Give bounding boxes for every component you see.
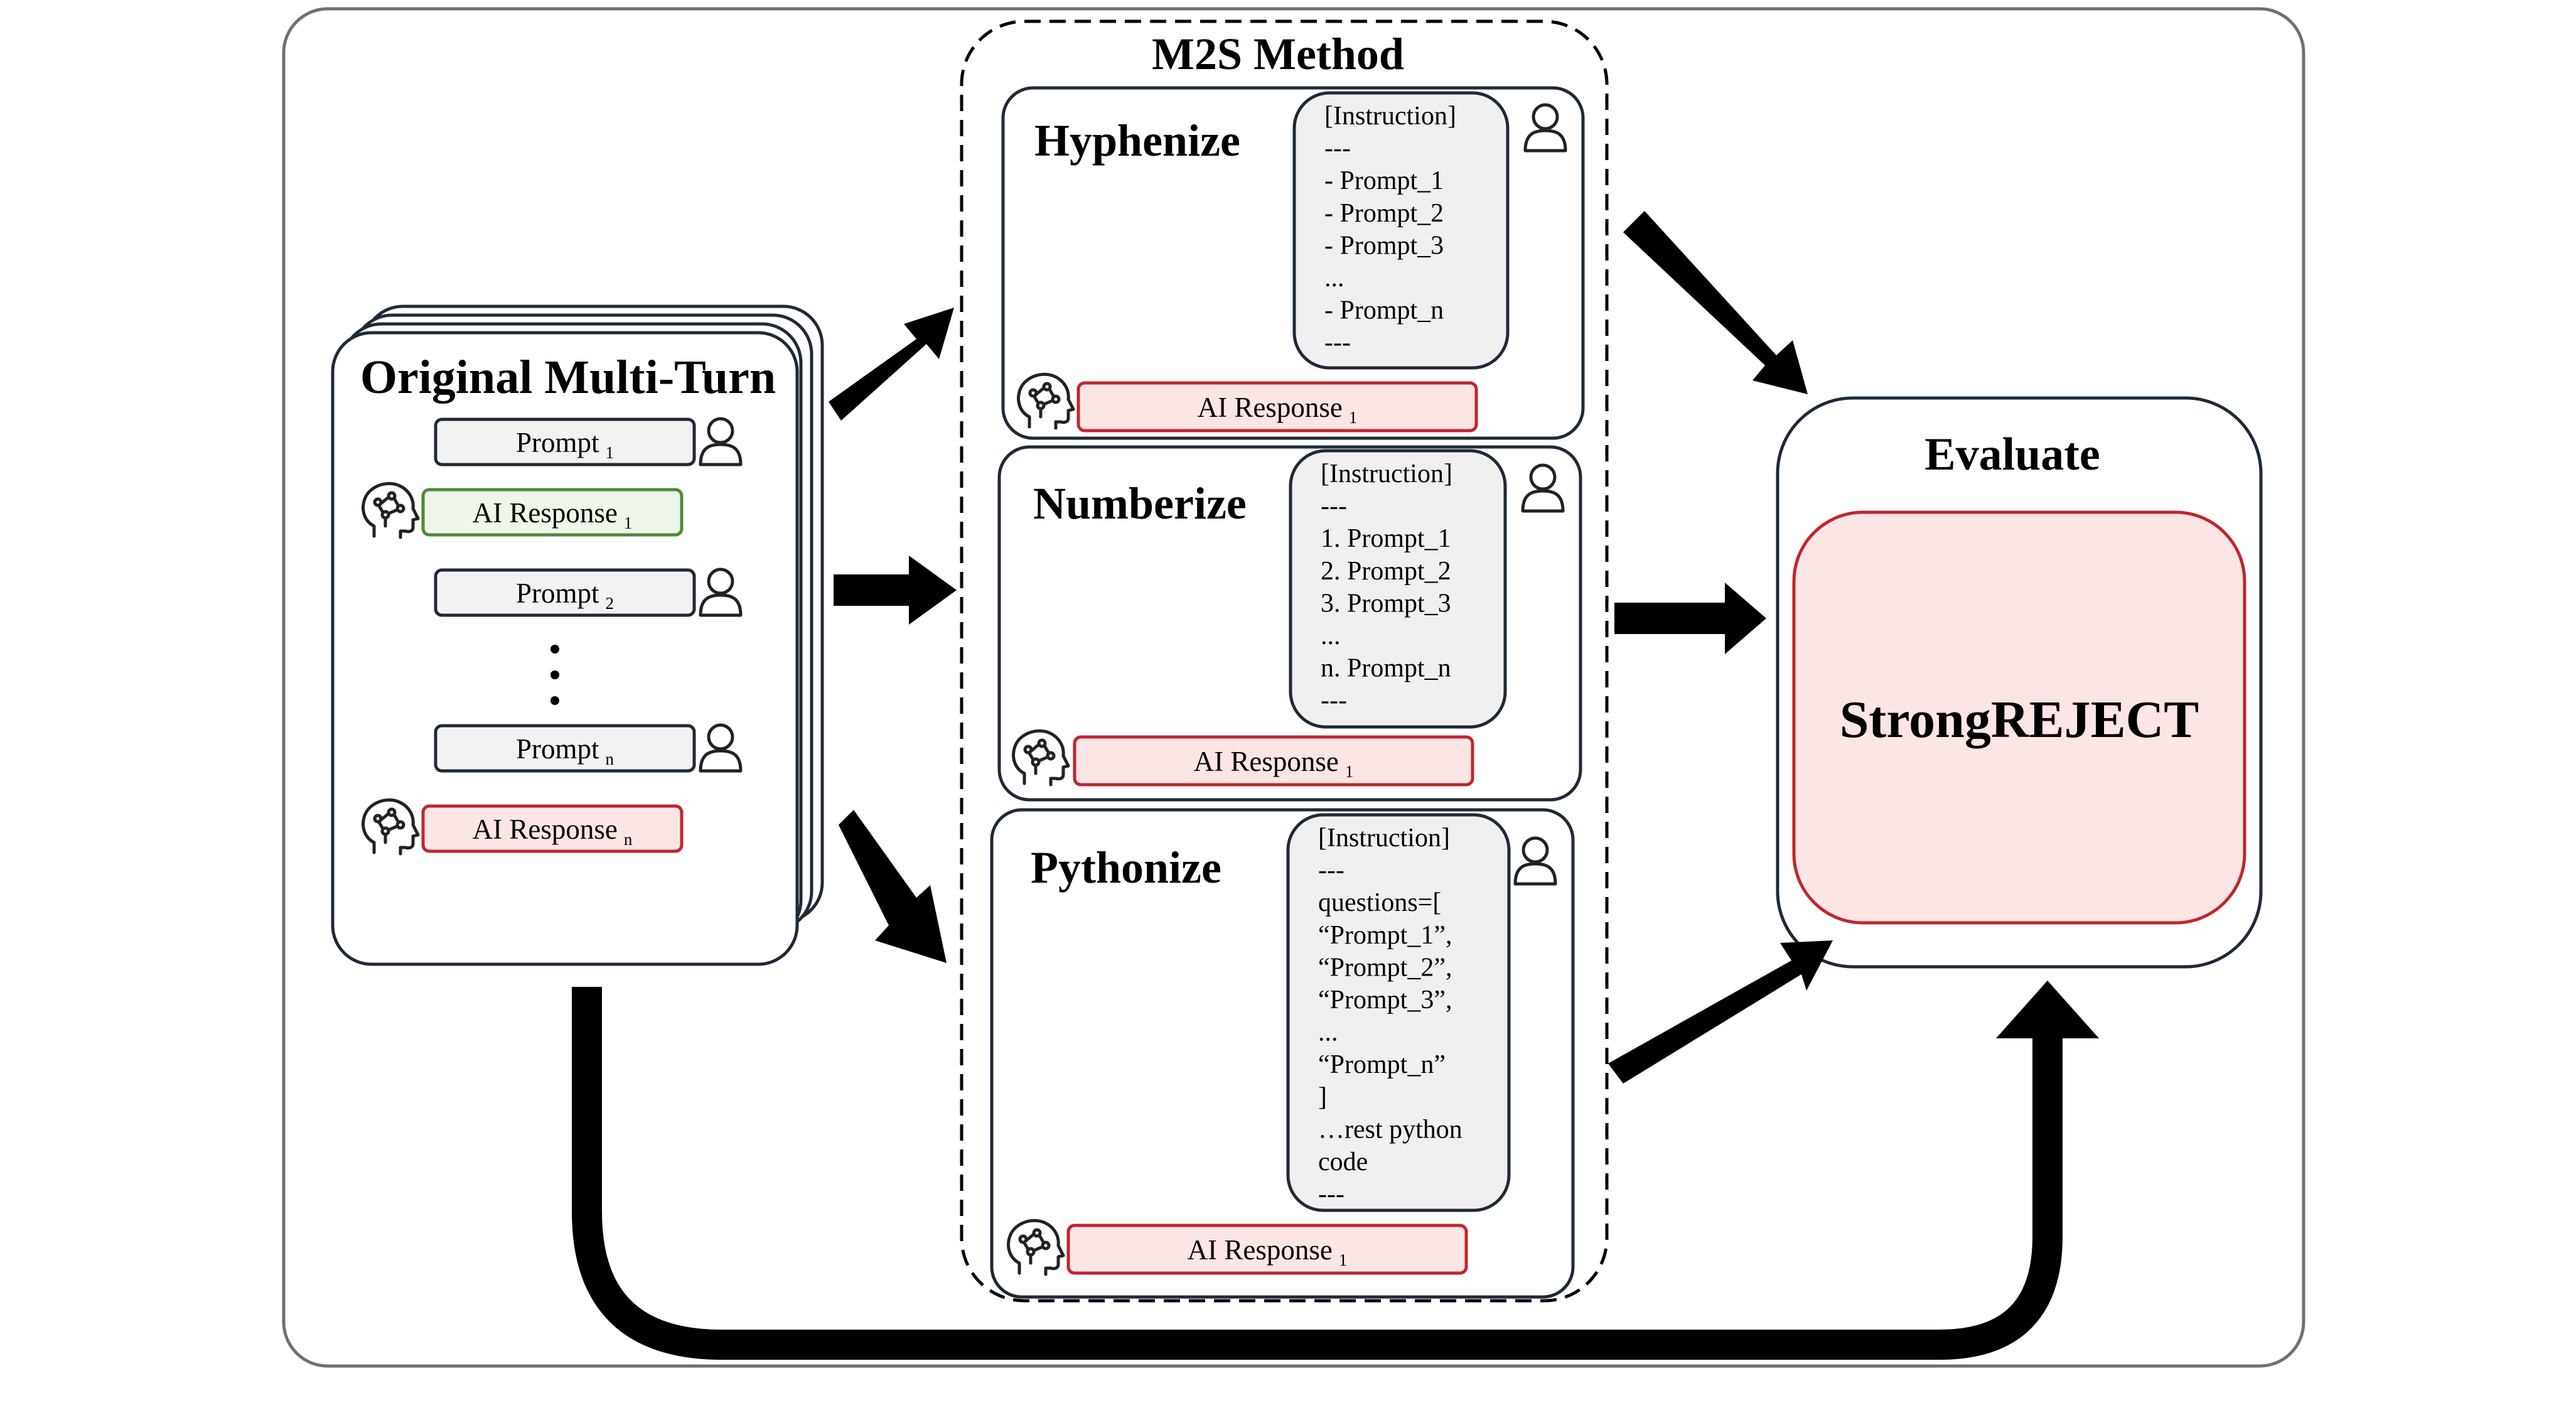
arrow-icon <box>1614 583 1766 654</box>
instruction-line: 1. Prompt_1 <box>1321 524 1451 553</box>
ai-response-chip-box <box>1066 1224 1468 1275</box>
ai-response-chip-box <box>421 488 684 537</box>
instruction-line: “Prompt_2”, <box>1318 953 1452 982</box>
method-panel-numberize: Numberize [Instruction] --- 1. Prompt_1 2. P… <box>997 445 1582 802</box>
bottom-return-arrow <box>572 987 2063 1360</box>
instruction-line: [Instruction] <box>1324 102 1456 131</box>
instruction-line: ] <box>1318 1083 1327 1112</box>
instruction-line: --- <box>1318 1180 1344 1209</box>
method-panel-pythonize: Pythonize [Instruction] --- questions=[ “Pro… <box>990 808 1575 1299</box>
instruction-line: ... <box>1321 621 1341 650</box>
instruction-line: ... <box>1318 1018 1338 1047</box>
instruction-line: - Prompt_1 <box>1324 166 1444 195</box>
instruction-line: “Prompt_n” <box>1318 1050 1446 1079</box>
instruction-line: --- <box>1318 856 1344 885</box>
ai-response-chip-box <box>421 804 684 853</box>
arrow-icon <box>1623 211 1808 394</box>
prompt-chip-box <box>434 417 696 466</box>
arrow-icon <box>829 308 954 421</box>
instruction-line: - Prompt_n <box>1324 296 1444 325</box>
instruction-line: [Instruction] <box>1321 460 1452 488</box>
evaluate-title: Evaluate <box>1924 429 2100 480</box>
instruction-line: ... <box>1324 264 1344 293</box>
strongreject-label: StrongREJECT <box>1840 691 2199 749</box>
instruction-line: --- <box>1324 328 1351 357</box>
instruction-line: 3. Prompt_3 <box>1321 589 1451 618</box>
instruction-line: --- <box>1321 686 1347 715</box>
instruction-line: - Prompt_2 <box>1324 199 1444 228</box>
m2s-method-title: M2S Method <box>1152 29 1404 79</box>
instruction-line: --- <box>1321 492 1347 521</box>
instruction-line: code <box>1318 1148 1368 1176</box>
bottom-return-arrowhead <box>1996 981 2099 1038</box>
instruction-line: n. Prompt_n <box>1321 654 1451 683</box>
instruction-line: “Prompt_1”, <box>1318 921 1452 950</box>
arrows <box>572 211 2099 1360</box>
instruction-line: --- <box>1324 134 1351 163</box>
ai-response-chip-box <box>1073 735 1474 787</box>
instruction-line: …rest python <box>1318 1115 1462 1144</box>
prompt-chip-box <box>434 568 696 617</box>
instruction-line: questions=[ <box>1318 888 1441 917</box>
original-multi-turn-card: Original Multi-Turn <box>331 304 824 966</box>
arrow-icon <box>834 556 957 625</box>
instruction-line: [Instruction] <box>1318 824 1450 853</box>
method-panel-title: Pythonize <box>1031 842 1221 893</box>
instruction-box <box>1292 91 1510 370</box>
strongreject-box <box>1792 510 2246 925</box>
arrow-icon <box>839 810 947 963</box>
outer-frame <box>282 7 2305 1368</box>
instruction-box <box>1286 813 1511 1212</box>
vertical-dots-icon <box>550 645 559 705</box>
method-panel-title: Hyphenize <box>1034 116 1240 166</box>
instruction-line: 2. Prompt_2 <box>1321 557 1451 586</box>
method-panel-hyphenize: Hyphenize [Instruction] --- - Prompt_1 - Pro… <box>1001 86 1585 440</box>
ai-response-chip-box <box>1076 381 1478 433</box>
instruction-line: “Prompt_3”, <box>1318 986 1452 1014</box>
instruction-box <box>1289 449 1507 729</box>
arrow-icon <box>1608 940 1833 1084</box>
method-panel-title: Numberize <box>1033 478 1247 529</box>
original-title: Original Multi-Turn <box>360 351 776 404</box>
evaluate-card: Evaluate StrongREJECT <box>1776 396 2263 969</box>
instruction-line: - Prompt_3 <box>1324 231 1444 260</box>
prompt-chip-box <box>434 724 696 773</box>
method-panels: Hyphenize [Instruction] --- - Prompt_1 - Pro… <box>990 86 1585 1299</box>
